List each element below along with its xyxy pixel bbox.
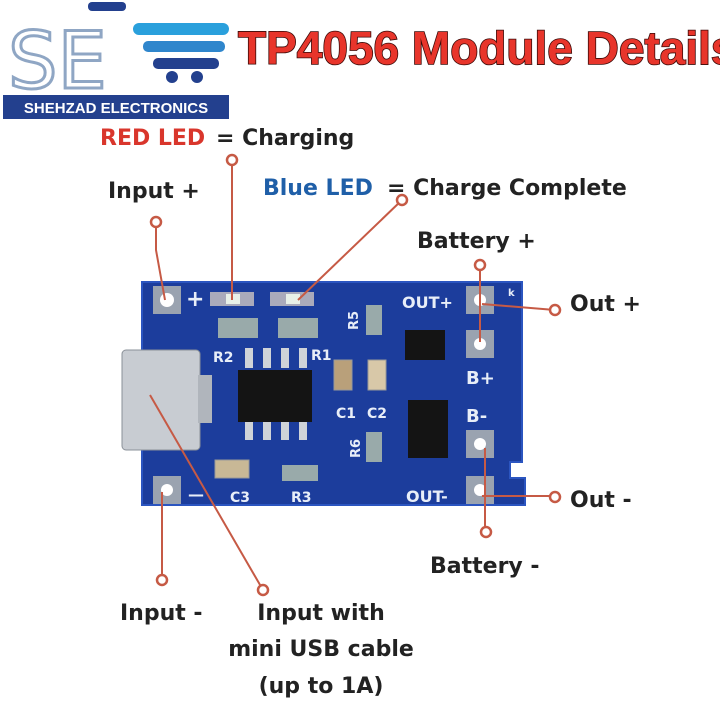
silk-out-minus: OUT- bbox=[406, 487, 448, 506]
silk-c2: C2 bbox=[367, 406, 387, 422]
logo-letters: SE bbox=[8, 17, 107, 107]
silk-r2: R2 bbox=[213, 350, 234, 366]
silk-minus: — bbox=[188, 485, 204, 504]
silk-c1: C1 bbox=[336, 406, 356, 422]
red-led-label: RED LED bbox=[100, 126, 205, 151]
company-name: SHEHZAD ELECTRONICS bbox=[24, 100, 208, 117]
blue-led-desc: = Charge Complete bbox=[387, 176, 627, 201]
usb-label-line3: (up to 1A) bbox=[259, 674, 384, 699]
battery-plus-label: Battery + bbox=[417, 229, 536, 254]
page-title: TP4056 Module Details bbox=[238, 22, 720, 74]
micro-usb-port bbox=[121, 349, 201, 451]
logo-banner bbox=[3, 95, 229, 119]
cart-icon bbox=[133, 23, 229, 35]
out-plus-label: Out + bbox=[570, 292, 641, 317]
silk-r6: R6 bbox=[349, 439, 364, 458]
silk-c3: C3 bbox=[230, 490, 250, 506]
silk-r1: R1 bbox=[311, 348, 332, 364]
pcb-board: + — R2 R1 C1 C2 C3 R3 R5 R6 OUT+ OUT- B+… bbox=[121, 281, 526, 506]
usb-label-line2: mini USB cable bbox=[228, 637, 414, 662]
silk-out-plus: OUT+ bbox=[402, 293, 453, 312]
silk-plus: + bbox=[186, 287, 204, 312]
silk-b-minus: B- bbox=[466, 406, 487, 427]
out-minus-label: Out - bbox=[570, 488, 632, 513]
tp4056-chip bbox=[238, 370, 312, 422]
silk-r5: R5 bbox=[347, 311, 362, 330]
input-minus-label: Input - bbox=[120, 601, 203, 626]
logo: SE SHEHZAD ELECTRONICS bbox=[3, 2, 229, 119]
blue-led bbox=[286, 294, 300, 304]
red-led-desc: = Charging bbox=[216, 126, 354, 151]
input-plus-label: Input + bbox=[108, 179, 200, 204]
silk-b-plus: B+ bbox=[466, 368, 495, 389]
silk-k: k bbox=[508, 288, 515, 299]
silk-r3: R3 bbox=[291, 490, 312, 506]
usb-label-line1: Input with bbox=[257, 601, 384, 626]
battery-minus-label: Battery - bbox=[430, 554, 540, 579]
callout-lines bbox=[149, 153, 562, 597]
blue-led-label: Blue LED bbox=[263, 176, 373, 201]
